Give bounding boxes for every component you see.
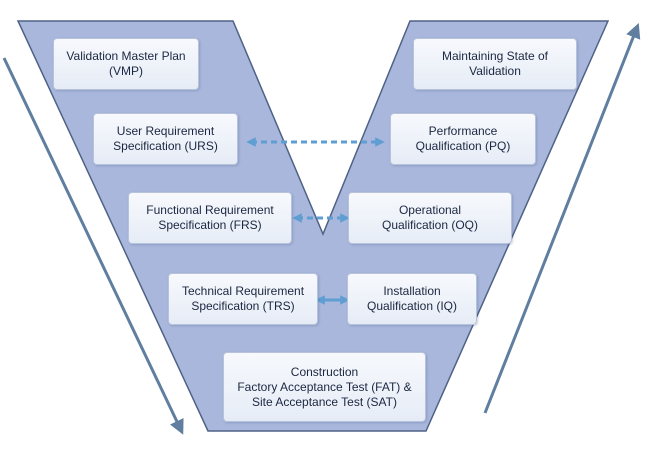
left-down-arrow [2, 57, 184, 435]
step-urs: User Requirement Specification (URS) [93, 113, 238, 165]
step-maintaining-validation: Maintaining State of Validation [413, 38, 577, 90]
step-trs: Technical Requirement Specification (TRS… [168, 273, 318, 325]
step-iq-label: Installation Qualification (IQ) [366, 284, 458, 313]
step-oq: Operational Qualification (OQ) [348, 192, 512, 244]
step-maintaining-validation-label: Maintaining State of Validation [441, 49, 549, 78]
step-frs-label: Functional Requirement Specification (FR… [146, 203, 274, 232]
step-iq: Installation Qualification (IQ) [347, 273, 477, 325]
step-urs-label: User Requirement Specification (URS) [113, 124, 218, 153]
right-up-arrow [483, 23, 641, 414]
step-construction-label: Construction Factory Acceptance Test (FA… [237, 364, 412, 409]
step-vmp: Validation Master Plan (VMP) [53, 38, 199, 90]
step-vmp-label: Validation Master Plan (VMP) [66, 49, 186, 78]
step-frs: Functional Requirement Specification (FR… [128, 192, 292, 244]
step-construction: Construction Factory Acceptance Test (FA… [223, 352, 426, 422]
step-pq-label: Performance Qualification (PQ) [415, 124, 511, 153]
step-pq: Performance Qualification (PQ) [390, 113, 536, 165]
step-oq-label: Operational Qualification (OQ) [381, 203, 479, 232]
step-trs-label: Technical Requirement Specification (TRS… [181, 284, 305, 313]
